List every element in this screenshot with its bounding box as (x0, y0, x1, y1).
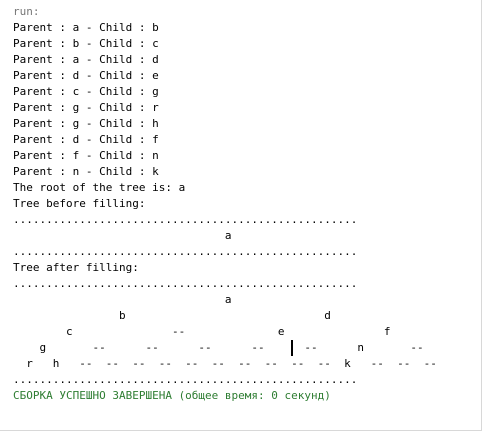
console-line: ........................................… (13, 245, 358, 258)
console-line: c -- e f (13, 325, 391, 338)
console-line: run: (13, 5, 40, 18)
console-line: Parent : b - Child : c (13, 37, 159, 50)
console-line: ........................................… (13, 277, 358, 290)
console-line: b d (13, 309, 331, 322)
console-line: Parent : f - Child : n (13, 149, 159, 162)
console-line: ........................................… (13, 373, 358, 386)
console-line: r h -- -- -- -- -- -- -- -- -- -- k -- -… (13, 357, 437, 370)
console-output[interactable]: run: Parent : a - Child : b Parent : b - C… (13, 4, 437, 404)
console-line: The root of the tree is: a (13, 181, 186, 194)
text-cursor (291, 340, 293, 356)
console-line: a (13, 229, 232, 242)
console-line: Parent : a - Child : b (13, 21, 159, 34)
console-line: СБОРКА УСПЕШНО ЗАВЕРШЕНА (общее время: 0… (13, 389, 331, 402)
console-line: a (13, 293, 232, 306)
console-line: Parent : g - Child : r (13, 101, 159, 114)
console-line: Parent : a - Child : d (13, 53, 159, 66)
console-line: Tree before filling: (13, 197, 146, 210)
console-line: g -- -- -- -- -- n -- (13, 341, 424, 354)
console-line: Parent : d - Child : e (13, 69, 159, 82)
console-line: Parent : c - Child : g (13, 85, 159, 98)
console-line: ........................................… (13, 213, 358, 226)
console-line: Tree after filling: (13, 261, 139, 274)
console-line: Parent : d - Child : f (13, 133, 159, 146)
console-line: Parent : n - Child : k (13, 165, 159, 178)
console-line: Parent : g - Child : h (13, 117, 159, 130)
